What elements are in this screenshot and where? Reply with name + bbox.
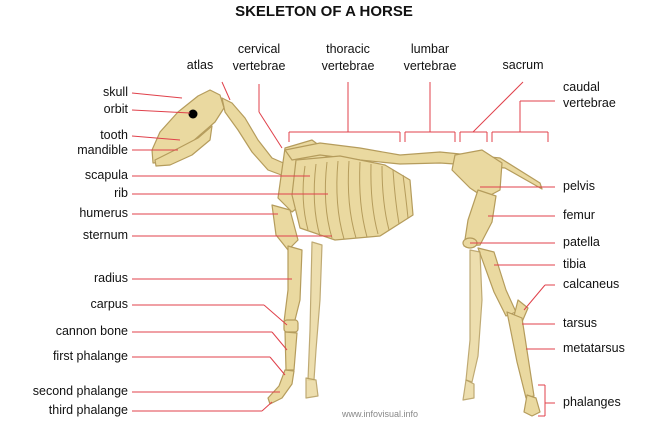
label-skull: skull [103, 85, 128, 100]
label-thoracic: thoracic [313, 42, 383, 57]
label-first-phalange: first phalange [53, 349, 128, 364]
label-femur: femur [563, 208, 595, 223]
cannon-bone [285, 332, 297, 370]
label-calcaneus: calcaneus [563, 277, 619, 292]
hind-phalanges-bone [524, 395, 540, 416]
label-orbit: orbit [104, 102, 128, 117]
label-cannon-bone: cannon bone [56, 324, 128, 339]
label-cervical-vertebrae: vertebrae [224, 59, 294, 74]
label-rib: rib [114, 186, 128, 201]
humerus-bone [272, 205, 298, 250]
label-radius: radius [94, 271, 128, 286]
label-humerus: humerus [79, 206, 128, 221]
label-lumbar-vertebrae: vertebrae [395, 59, 465, 74]
label-carpus: carpus [90, 297, 128, 312]
rib-cage-bone [292, 156, 413, 240]
label-tibia: tibia [563, 257, 586, 272]
label-lumbar: lumbar [395, 42, 465, 57]
label-caudal-vertebrae: vertebrae [563, 96, 616, 111]
label-third-phalange: third phalange [49, 403, 128, 418]
metatarsus-bone [507, 312, 534, 398]
label-caudal: caudal [563, 80, 600, 95]
credit-watermark: www.infovisual.info [342, 409, 418, 419]
cervical-vertebrae-bone [222, 98, 288, 176]
label-scapula: scapula [85, 168, 128, 183]
label-pelvis: pelvis [563, 179, 595, 194]
label-cervical: cervical [224, 42, 294, 57]
label-sternum: sternum [83, 228, 128, 243]
fore-phalanges-bone [268, 370, 294, 404]
label-phalanges: phalanges [563, 395, 621, 410]
label-metatarsus: metatarsus [563, 341, 625, 356]
label-thoracic-vertebrae: vertebrae [313, 59, 383, 74]
orbit-mark [189, 110, 198, 119]
carpus-bone [284, 320, 298, 332]
label-tarsus: tarsus [563, 316, 597, 331]
label-patella: patella [563, 235, 600, 250]
label-tooth: tooth [100, 128, 128, 143]
label-mandible: mandible [77, 143, 128, 158]
tibia-bone [478, 248, 516, 316]
label-second-phalange: second phalange [33, 384, 128, 399]
label-sacrum: sacrum [494, 58, 552, 73]
skeleton [152, 90, 542, 416]
radius-bone [284, 246, 302, 324]
label-atlas: atlas [178, 58, 222, 73]
